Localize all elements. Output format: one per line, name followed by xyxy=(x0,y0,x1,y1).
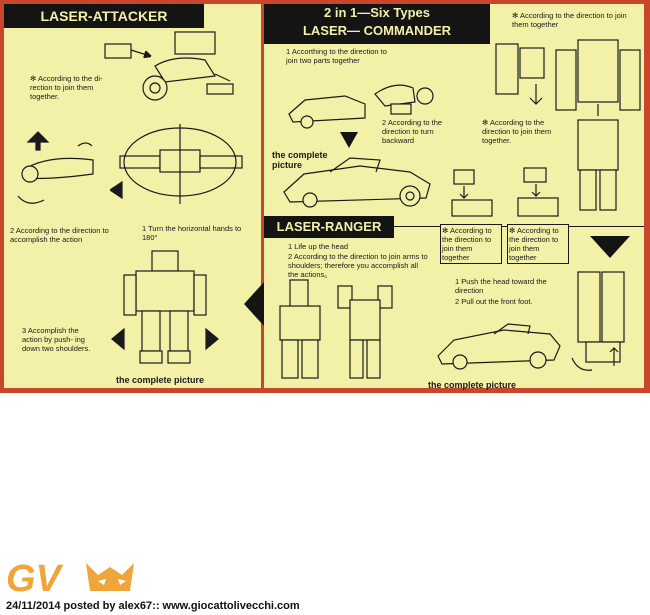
credit-text: 24/11/2014 posted by alex67:: www.giocat… xyxy=(6,600,300,612)
commander-note-top: ✻ According to the direction to join the… xyxy=(512,11,627,29)
commander-join-detail-figure-2 xyxy=(510,162,565,222)
down-arrow-icon xyxy=(340,132,358,148)
commander-complete-caption: the complete picture xyxy=(272,150,328,170)
attacker-step3: 3 Accomplish the action by push- ing dow… xyxy=(22,326,91,353)
commander-note-mid: ✻ According to the direction to join the… xyxy=(482,118,552,145)
attacker-join-note: ✻ According to the di- rection to join t… xyxy=(30,74,103,101)
commander-join-detail-figure-1 xyxy=(446,162,501,222)
laser-commander-title-line1: 2 in 1—Six Types xyxy=(324,5,430,20)
ranger-complete-car-figure xyxy=(434,316,564,376)
laser-commander-title-line2: LASER— COMMANDER xyxy=(302,23,452,38)
left-arrow-icon xyxy=(244,282,264,326)
commander-join-parts-figure xyxy=(490,24,550,116)
ranger-robot-figure-2 xyxy=(330,280,400,384)
commander-robot-figure xyxy=(552,20,644,220)
down-arrow-large-icon xyxy=(590,236,630,258)
laser-commander-title: 2 in 1—Six Types LASER— COMMANDER xyxy=(264,4,490,44)
ranger-step-pull: 2 Pull out the front foot. xyxy=(455,297,533,306)
laser-attacker-panel xyxy=(4,4,261,388)
attacker-step2: 2 According to the direction to accompli… xyxy=(10,226,109,244)
gv-logo-text: GV xyxy=(6,558,64,597)
commander-note-box2: ✻ According to the direction to join the… xyxy=(507,224,569,264)
instruction-sheet: LASER-ATTACKER 2 in 1—Six Types LASER— C… xyxy=(0,0,650,393)
gv-logo: GV xyxy=(6,555,146,600)
commander-note-box1: ✻ According to the direction to join the… xyxy=(440,224,502,264)
ranger-step-push: 1 Push the head toward the direction xyxy=(455,277,547,295)
attacker-complete-caption: the complete picture xyxy=(116,375,205,385)
ranger-robot-figure-1 xyxy=(270,276,330,384)
attacker-step1: 1 Turn the horizontal hands to 180° xyxy=(142,224,242,242)
ranger-transform-figure xyxy=(568,262,638,382)
commander-step1: 1 Accorthing to the direction to join tw… xyxy=(286,47,387,65)
commander-step2: 2 According to the direction to turn bac… xyxy=(382,118,443,145)
laser-attacker-title: LASER-ATTACKER xyxy=(4,4,204,28)
laser-ranger-title: LASER-RANGER xyxy=(264,216,394,238)
ranger-step1: 1 Life up the head xyxy=(288,242,349,251)
attacker-motorbike-parts-figure xyxy=(95,26,245,106)
attacker-robot-figure xyxy=(110,245,220,373)
mask-icon xyxy=(86,563,134,591)
commander-car-join-figure xyxy=(285,74,435,134)
ranger-complete-caption: the complete picture xyxy=(428,380,517,390)
ranger-step2: 2 According to the direction to join arm… xyxy=(288,252,428,279)
commander-complete-car-figure xyxy=(280,148,435,210)
attacker-folding-figure xyxy=(8,130,103,210)
attacker-rotation-figure xyxy=(108,120,255,210)
